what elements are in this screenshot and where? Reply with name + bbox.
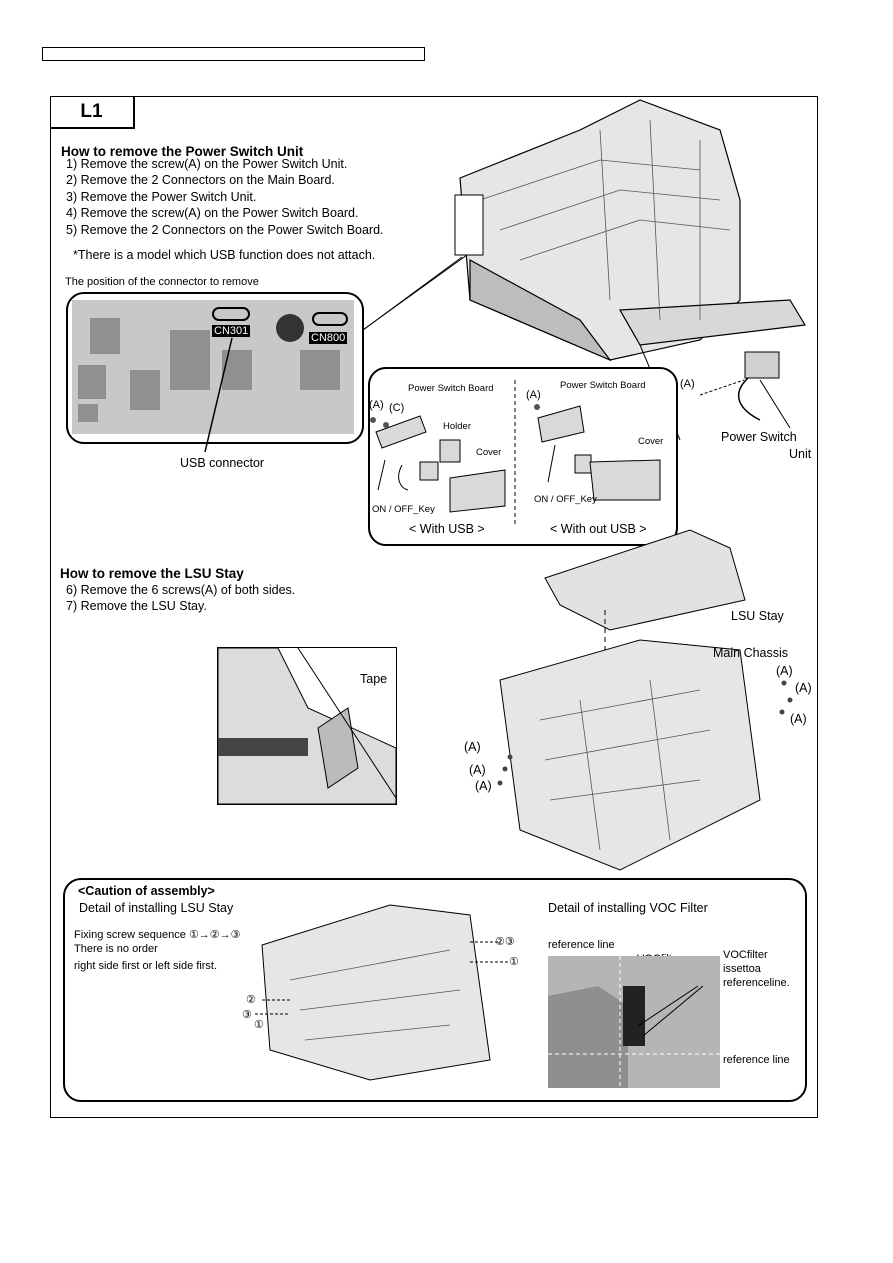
- unit-screw-label: (A): [680, 378, 695, 390]
- holder-label: Holder: [443, 421, 471, 432]
- chassis-screw-a-1: (A): [776, 664, 793, 678]
- power-switch-steps: 1) Remove the screw(A) on the Power Swit…: [66, 156, 384, 238]
- key-label-nousb: ON / OFF_Key: [534, 494, 597, 505]
- step-7: 7) Remove the LSU Stay.: [66, 599, 207, 614]
- power-switch-unit-label-2: Unit: [789, 447, 812, 461]
- usb-note: *There is a model which USB function doe…: [73, 248, 376, 262]
- with-usb-label: < With USB >: [409, 522, 485, 536]
- cn301-label: CN301: [212, 325, 251, 337]
- seq-marker-1-left: ①: [254, 1019, 264, 1031]
- tape-label: Tape: [360, 672, 388, 686]
- chassis-screw-a-3: (A): [790, 712, 807, 726]
- voc-note-2: issettoa: [723, 963, 761, 975]
- fixing-sequence: Fixing screw sequence ①→②→③: [74, 929, 241, 941]
- main-chassis-label: Main Chassis: [713, 646, 789, 660]
- chassis-screw-a-6: (A): [475, 779, 492, 793]
- no-order-note: There is no order: [74, 943, 158, 955]
- side-first-note: right side first or left side first.: [74, 960, 218, 972]
- step-2: 2) Remove the 2 Connectors on the Main B…: [66, 173, 335, 188]
- psb-label-usb: Power Switch Board: [408, 383, 494, 394]
- reference-line-top: reference line: [548, 939, 615, 951]
- page-frame: [50, 96, 818, 1118]
- voc-note-1: VOCfilter: [723, 949, 768, 961]
- screw-c-label: (C): [389, 402, 405, 414]
- power-switch-callout: [368, 367, 678, 546]
- voc-note-3: referenceline.: [723, 977, 790, 989]
- lsu-steps: 6) Remove the 6 screws(A) of both sides.…: [66, 582, 295, 615]
- step-5: 5) Remove the 2 Connectors on the Power …: [66, 222, 384, 237]
- step-1: 1) Remove the screw(A) on the Power Swit…: [66, 157, 348, 171]
- voc-photo: [548, 956, 720, 1088]
- without-usb-label: < With out USB >: [550, 522, 647, 536]
- seq-marker-2-left: ②: [246, 994, 256, 1006]
- step-4: 4) Remove the screw(A) on the Power Swit…: [66, 206, 359, 221]
- cn800-label: CN800: [309, 332, 348, 344]
- power-switch-unit-label-1: Power Switch: [721, 430, 797, 444]
- usb-connector-label: USB connector: [180, 456, 265, 470]
- chassis-screw-a-4: (A): [464, 740, 481, 754]
- psb-label-nousb: Power Switch Board: [560, 380, 646, 391]
- lsu-detail-title: Detail of installing LSU Stay: [79, 901, 234, 915]
- chassis-screw-a-2: (A): [795, 681, 812, 695]
- step-6: 6) Remove the 6 screws(A) of both sides.: [66, 583, 296, 597]
- screw-a-label-2: (A): [526, 389, 541, 401]
- section-label: L1: [50, 96, 135, 129]
- screw-a-label: (A): [369, 399, 384, 411]
- seq-marker-1-right: ①: [509, 956, 519, 968]
- seq-marker-3-left: ③: [242, 1009, 252, 1021]
- lsu-heading: How to remove the LSU Stay: [60, 566, 244, 581]
- cover-label-nousb: Cover: [638, 436, 664, 447]
- connector-caption: The position of the connector to remove: [65, 276, 259, 288]
- caution-title: <Caution of assembly>: [78, 884, 215, 898]
- chassis-screw-a-5: (A): [469, 763, 486, 777]
- cover-label-usb: Cover: [476, 447, 502, 458]
- header-bar: [42, 47, 425, 61]
- seq-marker-23: ②③: [495, 936, 515, 948]
- voc-detail-title: Detail of installing VOC Filter: [548, 901, 708, 915]
- reference-line-bottom: reference line: [723, 1054, 790, 1066]
- power-switch-heading: How to remove the Power Switch Unit: [61, 144, 304, 159]
- lsu-stay-label: LSU Stay: [731, 609, 784, 623]
- step-3: 3) Remove the Power Switch Unit.: [66, 189, 257, 204]
- key-label-usb: ON / OFF_Key: [372, 504, 435, 515]
